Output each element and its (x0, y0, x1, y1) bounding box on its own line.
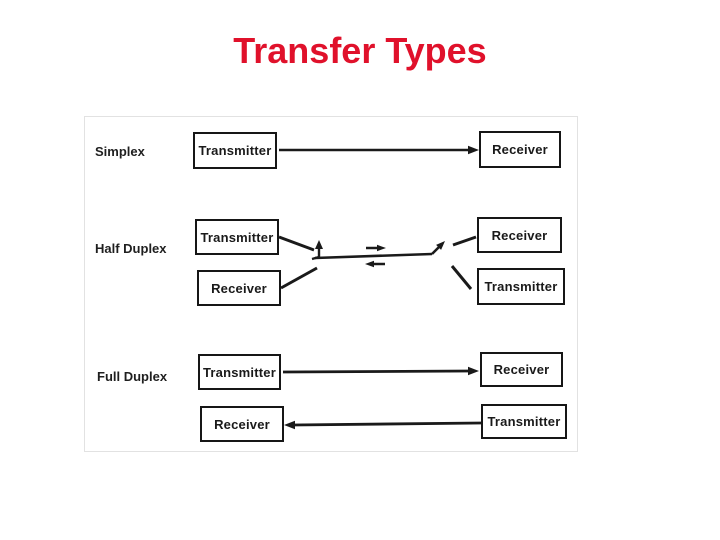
full-duplex-row-label: Full Duplex (97, 369, 168, 384)
half-duplex-receiver-top-box: Receiver (477, 217, 562, 253)
full-duplex-receiver-top-box: Receiver (480, 352, 563, 387)
simplex-row-label: Simplex (95, 144, 145, 159)
full-duplex-receiver-bottom-box: Receiver (200, 406, 284, 442)
full-duplex-transmitter-bottom-box: Transmitter (481, 404, 567, 439)
full-duplex-transmitter-top-box: Transmitter (198, 354, 281, 390)
half-duplex-transmitter-top-box: Transmitter (195, 219, 279, 255)
simplex-transmitter-box: Transmitter (193, 132, 277, 169)
half-duplex-receiver-bottom-box: Receiver (197, 270, 281, 306)
half-duplex-row-label: Half Duplex (95, 241, 167, 256)
half-duplex-transmitter-bottom-box: Transmitter (477, 268, 565, 305)
simplex-receiver-box: Receiver (479, 131, 561, 168)
page-title: Transfer Types (233, 30, 487, 71)
